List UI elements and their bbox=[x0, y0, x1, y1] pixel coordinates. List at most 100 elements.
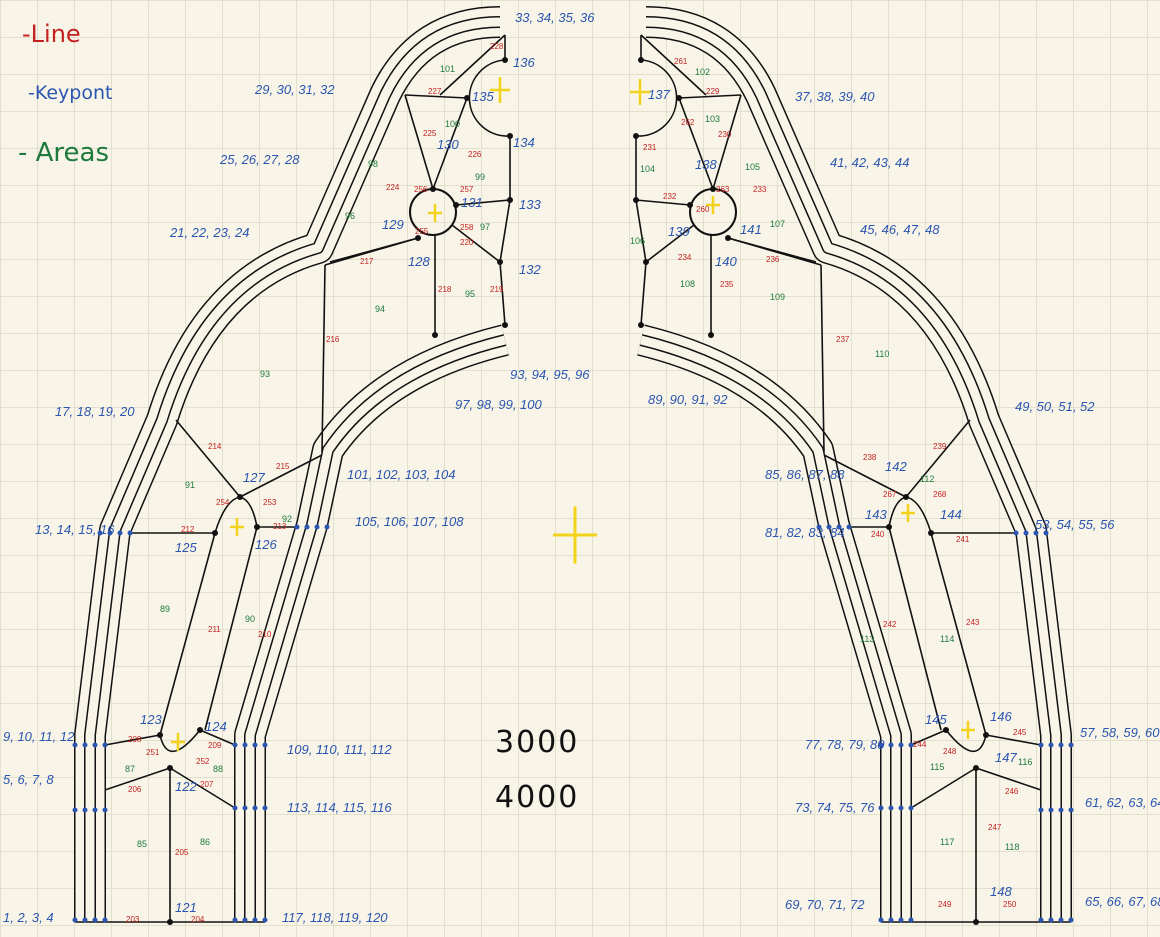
line-label: 230 bbox=[718, 130, 732, 139]
keypoint-label: 85, 86, 87, 88 bbox=[765, 467, 845, 482]
center-cross-icon bbox=[230, 517, 244, 537]
structure-line bbox=[321, 264, 326, 453]
center-cross-icon bbox=[490, 77, 510, 103]
area-label: 100 bbox=[445, 119, 460, 129]
line-label: 218 bbox=[438, 285, 452, 294]
keypoint-label: 124 bbox=[205, 719, 227, 734]
center-cross-icon bbox=[961, 720, 975, 740]
keypoint-label: 97, 98, 99, 100 bbox=[455, 397, 543, 412]
line-label: 232 bbox=[663, 192, 677, 201]
keypoint-dot bbox=[167, 919, 173, 925]
area-label: 104 bbox=[640, 164, 655, 174]
keypoint-dot bbox=[167, 765, 173, 771]
keypoint-label: 140 bbox=[715, 254, 737, 269]
area-label: 117 bbox=[940, 837, 954, 847]
line-label: 242 bbox=[883, 620, 897, 629]
area-label: 87 bbox=[125, 764, 135, 774]
structure-line bbox=[432, 97, 468, 190]
keypoint-marker bbox=[324, 524, 330, 530]
line-label: 261 bbox=[674, 57, 688, 66]
area-label: 97 bbox=[480, 222, 490, 232]
keypoint-dot bbox=[237, 494, 243, 500]
keypoint-label: 33, 34, 35, 36 bbox=[515, 10, 595, 25]
structure-line bbox=[451, 224, 501, 263]
area-label: 116 bbox=[1018, 757, 1032, 767]
legend-areas: - Areas bbox=[18, 138, 110, 168]
line-label: 244 bbox=[913, 740, 927, 749]
keypoint-marker bbox=[102, 917, 108, 923]
keypoint-marker bbox=[82, 742, 88, 748]
area-label: 103 bbox=[705, 114, 720, 124]
keypoint-marker bbox=[117, 530, 123, 536]
keypoint-label: 136 bbox=[513, 55, 535, 70]
line-label: 214 bbox=[208, 442, 222, 451]
keypoint-label: 142 bbox=[885, 459, 907, 474]
keypoint-marker bbox=[252, 742, 258, 748]
keypoint-label: 17, 18, 19, 20 bbox=[55, 404, 135, 419]
keypoint-label: 131 bbox=[461, 195, 483, 210]
line-label: 237 bbox=[836, 335, 850, 344]
keypoint-label: 133 bbox=[519, 197, 541, 212]
keypoint-label: 144 bbox=[940, 507, 962, 522]
line-label: 229 bbox=[706, 87, 720, 96]
keypoint-dot bbox=[507, 133, 513, 139]
center-cross-icon bbox=[553, 506, 597, 564]
structure-line bbox=[404, 94, 434, 190]
keypoint-label: 137 bbox=[648, 87, 670, 102]
line-label: 234 bbox=[678, 253, 692, 262]
line-label: 204 bbox=[191, 915, 205, 924]
area-label: 93 bbox=[260, 369, 270, 379]
legend-keypoint: -Keypont bbox=[28, 82, 113, 104]
line-label: 240 bbox=[871, 530, 885, 539]
line-label: 268 bbox=[933, 490, 947, 499]
keypoint-label: 1, 2, 3, 4 bbox=[3, 910, 54, 925]
keypoint-label: 77, 78, 79, 80 bbox=[805, 737, 885, 752]
keypoint-label: 53, 54, 55, 56 bbox=[1035, 517, 1115, 532]
line-label: 236 bbox=[766, 255, 780, 264]
line-label: 215 bbox=[276, 462, 290, 471]
line-label: 226 bbox=[468, 150, 482, 159]
left-half-structure bbox=[72, 6, 513, 925]
area-label: 106 bbox=[630, 236, 645, 246]
area-label: 98 bbox=[368, 159, 378, 169]
keypoint-label: 101, 102, 103, 104 bbox=[347, 467, 455, 482]
keypoint-label: 139 bbox=[668, 224, 690, 239]
keypoint-marker bbox=[262, 917, 268, 923]
keypoint-label: 37, 38, 39, 40 bbox=[795, 89, 875, 104]
markers bbox=[171, 77, 975, 752]
line-label: 249 bbox=[938, 900, 952, 909]
keypoint-label: 125 bbox=[175, 540, 197, 555]
keypoint-marker bbox=[72, 807, 78, 813]
keypoint-label: 117, 118, 119, 120 bbox=[282, 910, 388, 925]
keypoint-label: 134 bbox=[513, 135, 535, 150]
keypoint-marker bbox=[242, 917, 248, 923]
area-label: 96 bbox=[345, 211, 355, 221]
keypoint-marker bbox=[102, 807, 108, 813]
area-label: 102 bbox=[695, 67, 710, 77]
keypoint-dot bbox=[502, 322, 508, 328]
area-label: 108 bbox=[680, 279, 695, 289]
line-label: 207 bbox=[200, 780, 214, 789]
area-label: 109 bbox=[770, 292, 785, 302]
area-label: 101 bbox=[440, 64, 455, 74]
area-label: 112 bbox=[920, 474, 934, 484]
keypoint-dot bbox=[197, 727, 203, 733]
keypoint-dot bbox=[464, 95, 470, 101]
line-label: 252 bbox=[196, 757, 210, 766]
area-label: 105 bbox=[745, 162, 760, 172]
keypoint-marker bbox=[127, 530, 133, 536]
keypoint-label: 123 bbox=[140, 712, 162, 727]
keypoint-marker bbox=[92, 807, 98, 813]
legend-line: -Line bbox=[22, 20, 81, 48]
keypoint-dot bbox=[502, 57, 508, 63]
line-label: 263 bbox=[716, 185, 730, 194]
line-label: 254 bbox=[216, 498, 230, 507]
keypoint-marker bbox=[232, 805, 238, 811]
line-label: 217 bbox=[360, 257, 374, 266]
structure-line bbox=[175, 419, 241, 498]
keypoint-label: 126 bbox=[255, 537, 277, 552]
line-label: 255 bbox=[415, 227, 429, 236]
keypoint-dot bbox=[157, 732, 163, 738]
keypoint-label: 61, 62, 63, 64 bbox=[1085, 795, 1160, 810]
structure-line bbox=[204, 526, 258, 731]
